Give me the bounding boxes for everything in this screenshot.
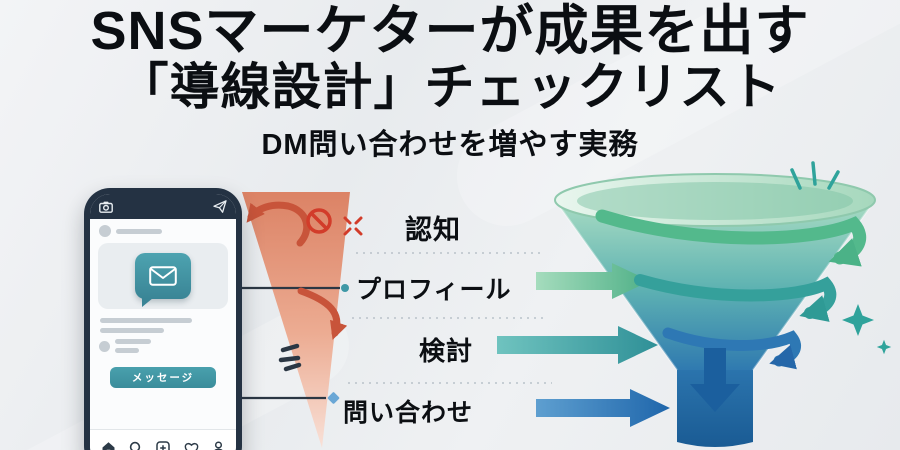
placeholder-line bbox=[100, 328, 164, 333]
envelope-icon bbox=[149, 266, 177, 286]
message-bubble bbox=[135, 253, 191, 307]
funnel-rim-inner bbox=[577, 182, 853, 220]
caption-lines bbox=[90, 313, 236, 333]
send-icon bbox=[213, 200, 227, 213]
swirl-arrow-blue bbox=[662, 327, 801, 370]
speed-lines-icon bbox=[278, 343, 302, 372]
placeholder-line bbox=[115, 339, 151, 344]
stage-label-profile: プロフィール bbox=[356, 276, 512, 304]
placeholder-line bbox=[100, 318, 192, 323]
heart-icon bbox=[184, 442, 199, 450]
u-turn-arrow-icon bbox=[246, 201, 311, 247]
search-icon bbox=[129, 441, 141, 450]
post-image-area bbox=[98, 243, 228, 309]
swirl-arrow-teal bbox=[634, 274, 837, 322]
avatar bbox=[99, 340, 110, 352]
placeholder-line bbox=[116, 228, 162, 234]
avatar bbox=[99, 225, 111, 237]
sparkle-lines-icon bbox=[790, 161, 840, 190]
page-title-line-2: 「導線設計」チェックリスト bbox=[118, 59, 782, 116]
placeholder-line bbox=[115, 348, 139, 353]
anger-icon bbox=[343, 216, 363, 236]
curve-down-arrow-icon bbox=[297, 287, 348, 340]
message-button: メッセージ bbox=[110, 367, 216, 388]
stage-label-inquiry: 問い合わせ bbox=[343, 399, 474, 427]
post-header bbox=[90, 219, 236, 239]
stage-label-awareness: 認知 bbox=[405, 215, 461, 245]
home-icon bbox=[102, 442, 115, 450]
funnel-down-arrow bbox=[690, 348, 740, 412]
sparkle-star-icon bbox=[842, 304, 892, 355]
user-icon bbox=[214, 441, 223, 450]
swirl-arrow-green bbox=[595, 209, 867, 267]
decline-triangle bbox=[242, 192, 350, 448]
page-subtitle: DM問い合わせを増やす実務 bbox=[261, 129, 639, 162]
stage-arrow-profile bbox=[536, 263, 650, 299]
connector-marker-inquiry bbox=[327, 392, 340, 404]
bubble-tail bbox=[142, 298, 153, 307]
funnel-cone bbox=[555, 200, 875, 374]
connector-dot-profile bbox=[341, 284, 349, 292]
stage-arrow-inquiry bbox=[536, 389, 670, 427]
phone-illustration: メッセージ bbox=[84, 188, 242, 450]
stage-label-consideration: 検討 bbox=[419, 336, 474, 366]
prohibition-icon bbox=[306, 208, 332, 234]
page-title-line-1: SNSマーケターが成果を出す bbox=[90, 1, 810, 61]
phone-screen: メッセージ bbox=[90, 194, 236, 450]
phone-topbar bbox=[90, 194, 236, 219]
add-post-icon bbox=[156, 441, 171, 450]
stage-arrow-consideration bbox=[497, 326, 658, 364]
header: SNSマーケターが成果を出す 「導線設計」チェックリスト DM問い合わせを増やす… bbox=[0, 2, 900, 163]
camera-icon bbox=[99, 201, 113, 213]
phone-nav-bar bbox=[90, 429, 236, 450]
comment-row bbox=[90, 333, 236, 355]
